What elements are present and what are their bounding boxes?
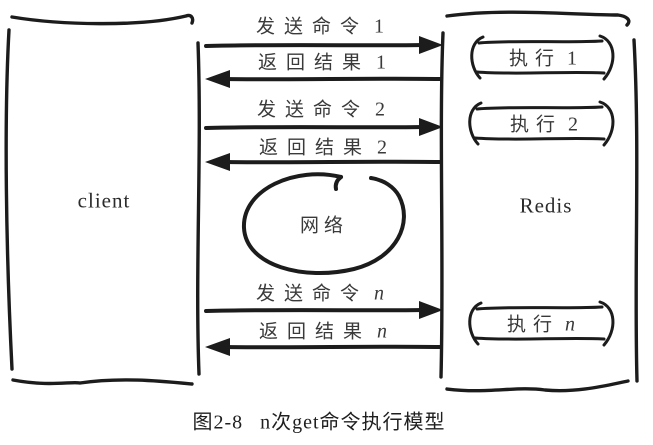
exec-num: 1 <box>567 47 578 70</box>
exec-box-1 <box>470 34 615 81</box>
arrow-return-2 <box>205 153 442 171</box>
figure-title: n次get命令执行模型 <box>260 411 446 434</box>
exec-box-2 <box>468 100 615 147</box>
message-text: 发送命令 <box>255 283 369 305</box>
client-box <box>4 13 201 386</box>
arrow-send-1 <box>204 36 443 54</box>
message-text: 返回结果 <box>258 137 372 159</box>
client-label: client <box>77 188 131 213</box>
redis-label: Redis <box>519 193 573 218</box>
exec-text: 执行 <box>506 314 560 336</box>
message-text: 发送命令 <box>255 16 369 38</box>
message-text: 发送命令 <box>256 99 370 121</box>
exec-box-n <box>468 300 615 347</box>
message-num: 1 <box>376 51 387 74</box>
exec-num: n <box>565 313 576 336</box>
arrow-return-n <box>205 338 442 356</box>
message-text: 返回结果 <box>258 321 372 343</box>
figure-caption: 图2-8 n次get命令执行模型 <box>192 406 445 435</box>
exec-text: 执行 <box>509 114 563 136</box>
arrow-send-n <box>204 301 443 319</box>
figure-number: 图2-8 <box>192 411 244 434</box>
network-label: 网络 <box>299 215 349 237</box>
arrow-return-1 <box>205 70 442 88</box>
redis-box <box>439 10 639 393</box>
message-num: 2 <box>375 98 386 121</box>
message-num: 1 <box>374 15 385 38</box>
arrow-send-2 <box>204 118 443 136</box>
message-num: n <box>377 320 388 343</box>
message-text: 返回结果 <box>257 52 371 74</box>
exec-num: 2 <box>568 113 579 136</box>
network-ellipse <box>241 172 406 276</box>
exec-text: 执行 <box>508 48 562 70</box>
message-num: n <box>374 282 385 305</box>
message-num: 2 <box>377 136 388 159</box>
